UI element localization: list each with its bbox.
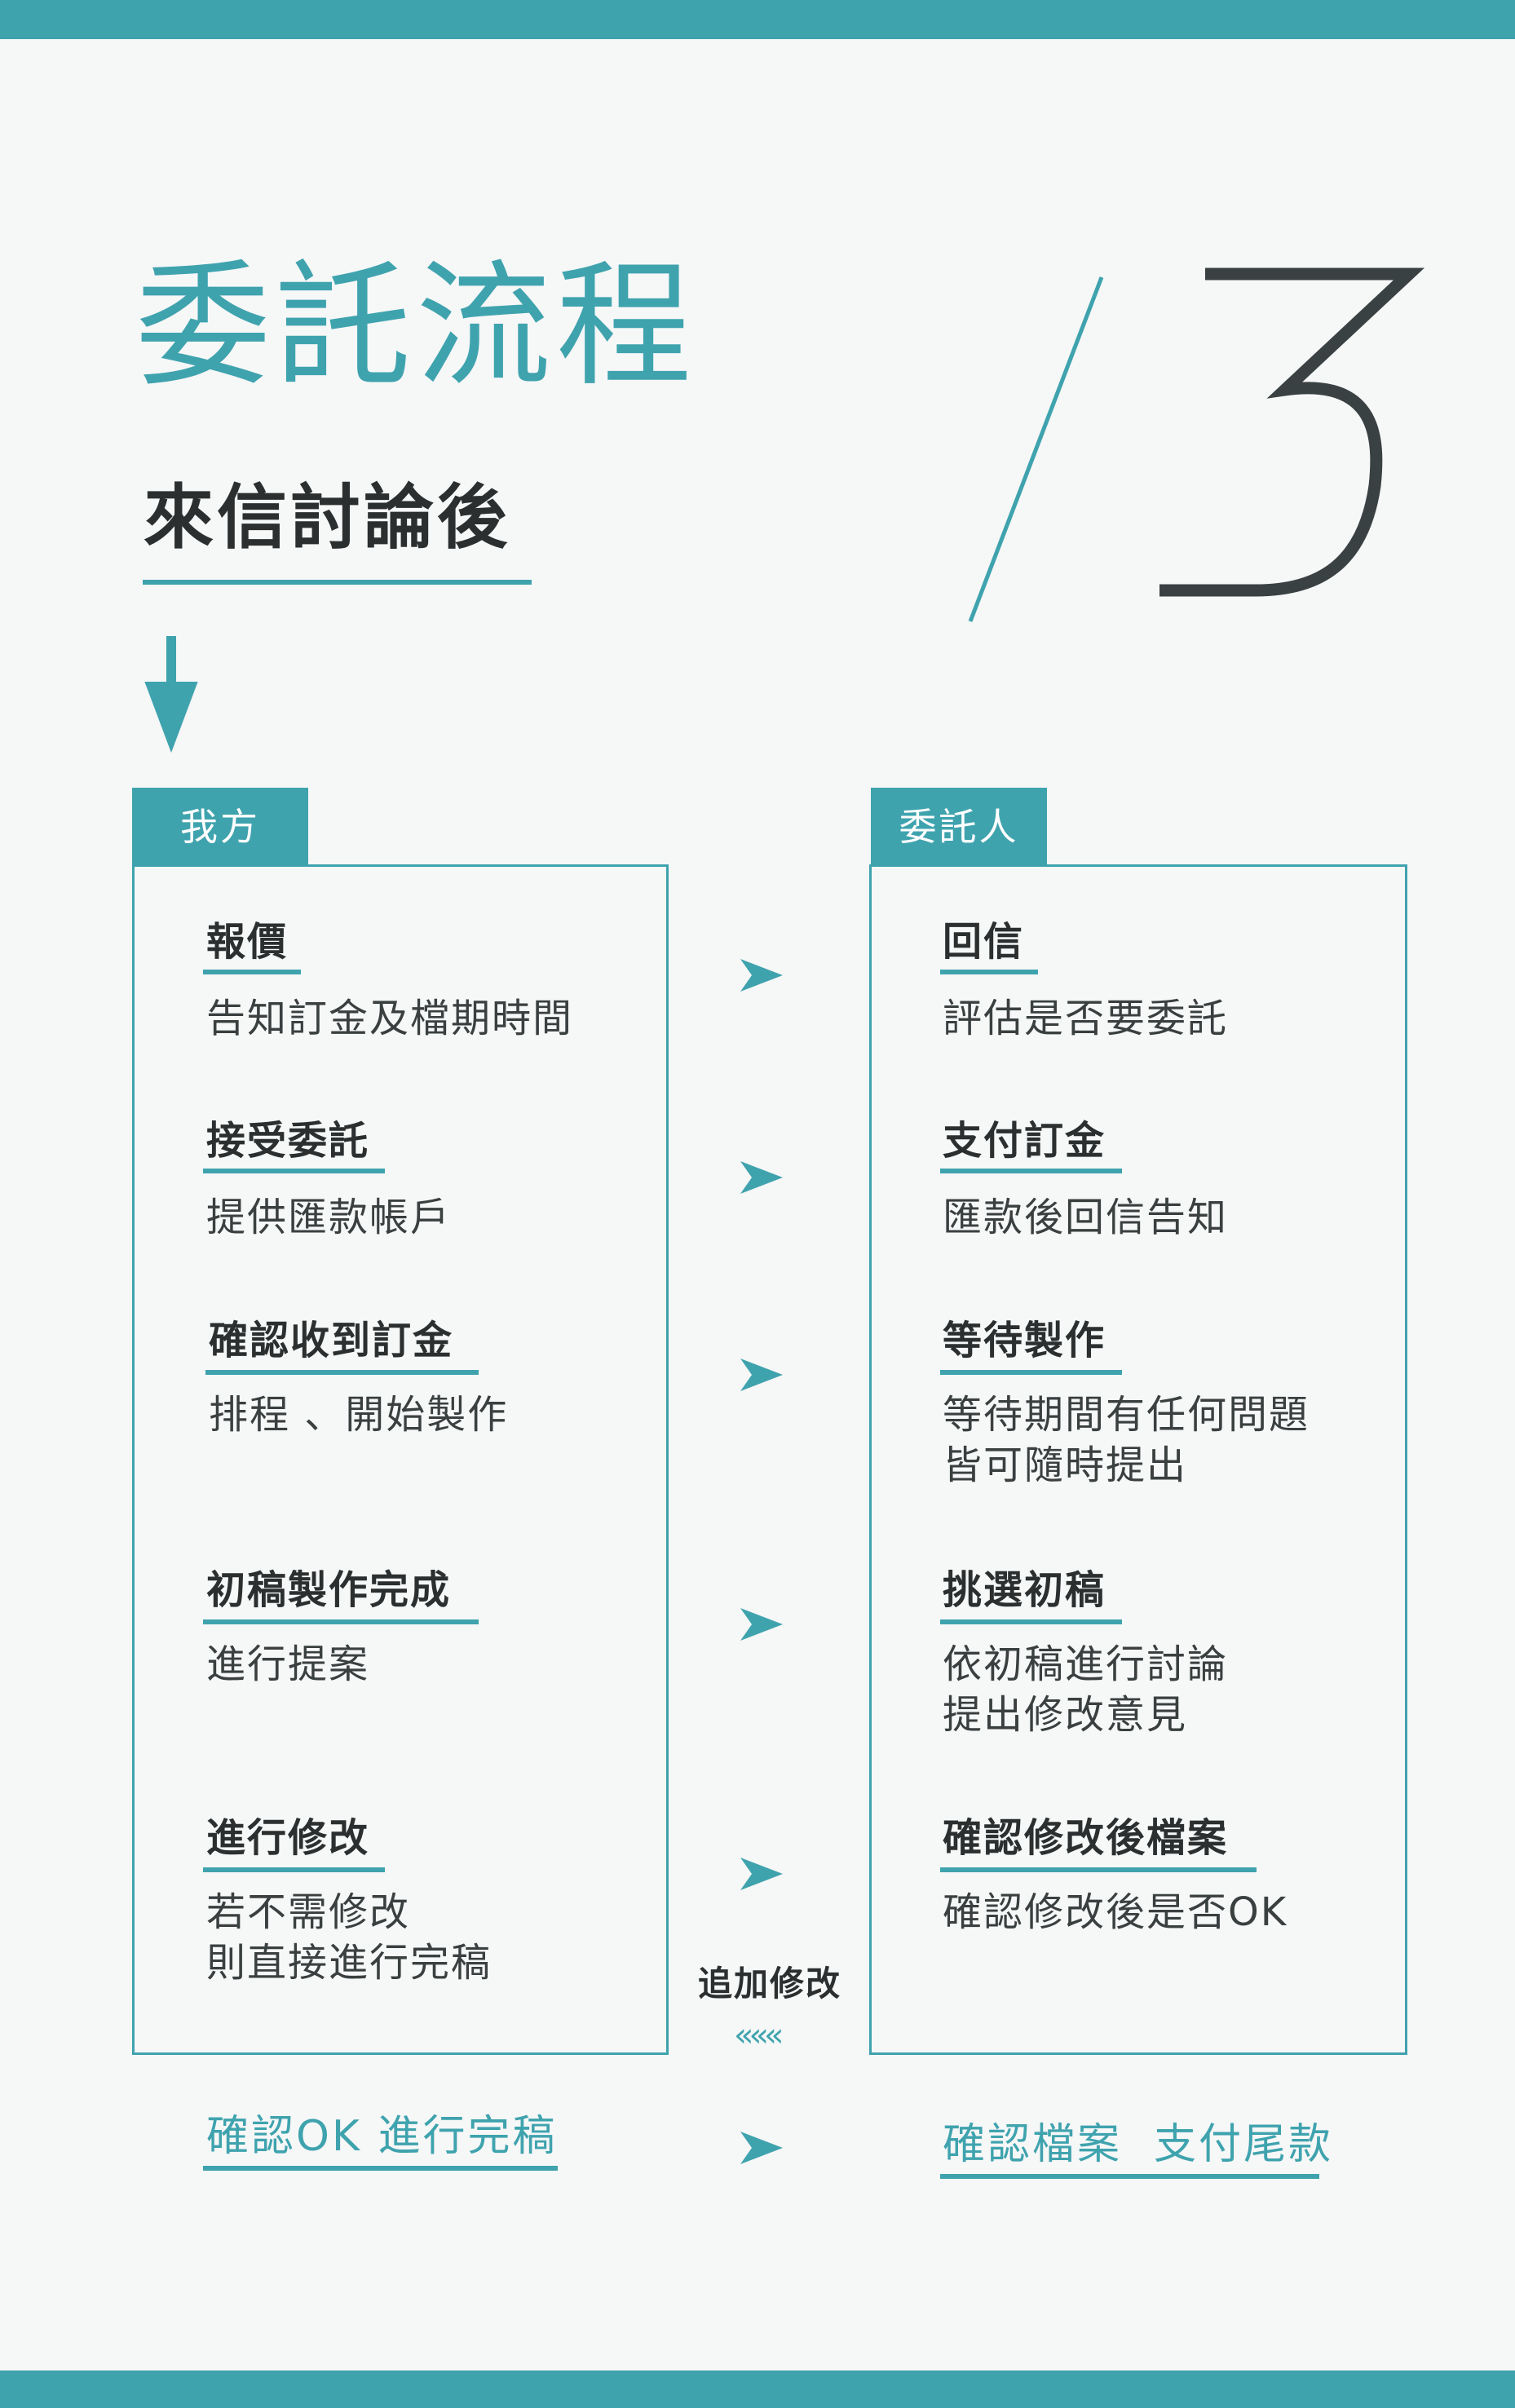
final-left-text: 確認OK 進行完稿: [206, 2112, 558, 2161]
flow-arrow-3-icon: [740, 1359, 783, 1391]
left-step-5-underline: [203, 1867, 385, 1872]
right-step-2-underline: [940, 1169, 1122, 1173]
flow-arrow-4-icon: [740, 1608, 783, 1641]
left-step-2-desc: 提供匯款帳戶: [206, 1195, 452, 1240]
right-step-1-underline: [940, 970, 1038, 974]
page-title: 委託流程: [135, 248, 696, 405]
left-step-4-title: 初稿製作完成: [206, 1567, 452, 1613]
right-step-5-desc: 確認修改後是否OK: [943, 1889, 1288, 1935]
right-panel: [869, 864, 1407, 2055]
final-right-underline: [940, 2174, 1319, 2179]
left-step-3-underline: [205, 1370, 479, 1375]
right-step-4-desc: 依初稿進行討論 提出修改意見: [943, 1641, 1229, 1738]
left-panel: [132, 864, 669, 2055]
right-step-3-title: 等待製作: [943, 1318, 1106, 1363]
left-step-3-desc: 排程 、開始製作: [209, 1392, 509, 1438]
arrow-down-icon: [144, 636, 198, 753]
right-step-1-desc: 評估是否要委託: [943, 996, 1229, 1041]
left-step-4-desc: 進行提案: [206, 1641, 370, 1687]
header-decoration: [144, 267, 1425, 753]
left-step-1-underline: [203, 970, 301, 974]
right-step-3-underline: [940, 1370, 1122, 1375]
right-step-4-underline: [940, 1619, 1122, 1624]
back-chevrons-icon: «««: [734, 2017, 784, 2054]
bottom-bar: [0, 2370, 1515, 2408]
page-subtitle: 來信討論後: [144, 477, 510, 559]
left-step-5-title: 進行修改: [206, 1815, 370, 1861]
revision-label: 追加修改: [698, 1964, 842, 2004]
top-bar: [0, 0, 1515, 39]
left-step-2-title: 接受委託: [206, 1118, 370, 1164]
subtitle-underline: [143, 580, 532, 585]
left-column-label: 我方: [132, 788, 308, 866]
final-left-underline: [203, 2166, 558, 2171]
left-step-2-underline: [203, 1169, 385, 1173]
slash-divider: [968, 276, 1104, 622]
left-step-1-desc: 告知訂金及檔期時間: [206, 996, 574, 1041]
right-step-2-desc: 匯款後回信告知: [943, 1195, 1229, 1240]
flow-arrow-5-icon: [740, 1858, 783, 1890]
left-step-5-desc: 若不需修改 則直接進行完稿: [206, 1889, 492, 1986]
right-step-2-title: 支付訂金: [943, 1118, 1106, 1164]
right-column-label: 委託人: [871, 788, 1047, 866]
right-step-5-title: 確認修改後檔案: [943, 1815, 1229, 1861]
flow-arrow-1-icon: [740, 959, 783, 992]
left-step-4-underline: [203, 1619, 479, 1624]
left-step-1-title: 報價: [206, 919, 289, 965]
right-step-3-desc: 等待期間有任何問題 皆可隨時提出: [943, 1392, 1310, 1488]
right-step-4-title: 挑選初稿: [943, 1567, 1106, 1613]
left-step-3-title: 確認收到訂金: [209, 1318, 454, 1363]
flow-arrow-2-icon: [740, 1161, 783, 1194]
flow-arrow-final-icon: [740, 2132, 783, 2164]
right-step-5-underline: [940, 1867, 1257, 1872]
right-step-1-title: 回信: [943, 919, 1025, 965]
step-number-3-glyph: [1159, 267, 1425, 597]
final-right-text: 確認檔案 支付尾款: [943, 2120, 1334, 2169]
